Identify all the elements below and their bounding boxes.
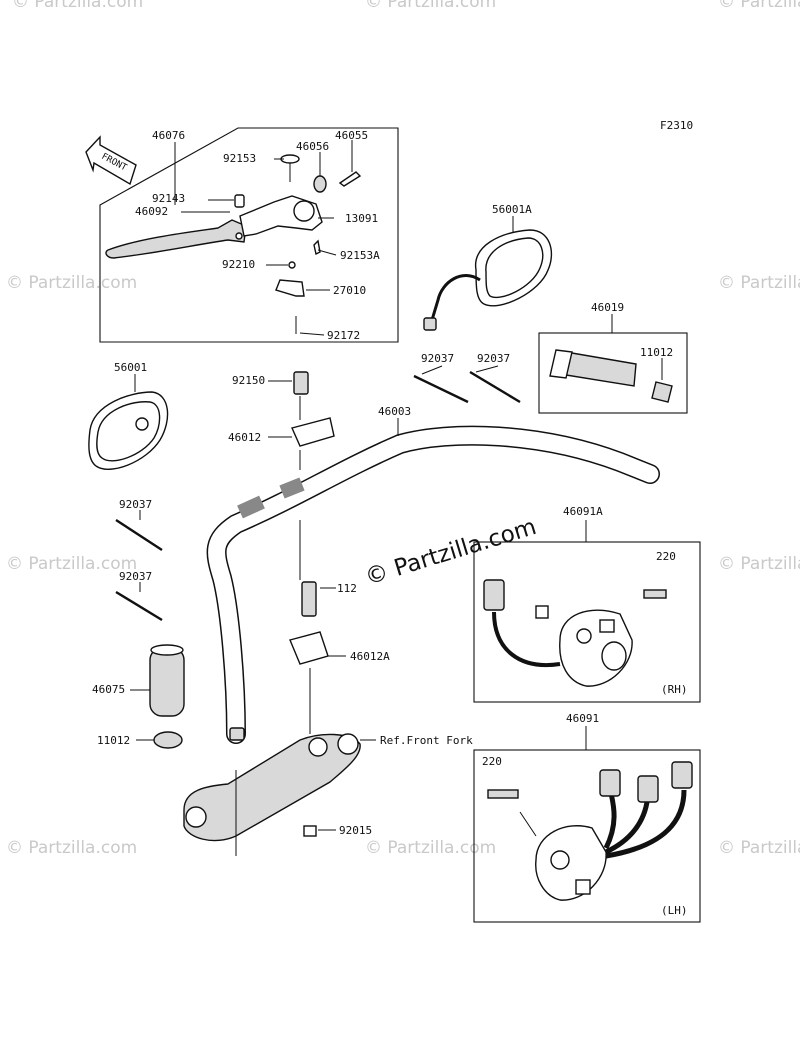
ref-front-fork: Ref.Front Fork xyxy=(380,734,473,747)
part-46012-clamp xyxy=(291,417,335,447)
label-92037-left-a: 92037 xyxy=(119,498,152,511)
watermark: © Partzilla.com xyxy=(718,554,800,574)
part-92143 xyxy=(234,194,245,208)
label-112: 112 xyxy=(337,582,357,595)
part-92150-bolt xyxy=(293,371,309,395)
label-92037-left-b: 92037 xyxy=(119,570,152,583)
bracket-bore xyxy=(293,200,315,222)
part-92210 xyxy=(288,261,296,269)
label-46075: 46075 xyxy=(92,683,125,696)
label-92153: 92153 xyxy=(223,152,256,165)
part-112-bolt xyxy=(301,581,317,617)
part-46056 xyxy=(313,175,327,193)
switch-rh-box xyxy=(473,541,701,703)
diagram-id: F2310 xyxy=(660,119,693,132)
label-56001: 56001 xyxy=(114,361,147,374)
label-92015: 92015 xyxy=(339,824,372,837)
label-11012-grip: 11012 xyxy=(640,346,673,359)
watermark-main: © Partzilla.com xyxy=(362,514,539,591)
label-46076: 46076 xyxy=(152,129,185,142)
label-92210: 92210 xyxy=(222,258,255,271)
label-rh: (RH) xyxy=(661,683,688,696)
fork-bracket xyxy=(183,733,361,842)
part-92153A xyxy=(313,239,321,256)
watermark: © Partzilla.com xyxy=(6,838,137,858)
watermark: © Partzilla.com xyxy=(718,838,800,858)
label-92037-top-a: 92037 xyxy=(421,352,454,365)
label-220-lh: 220 xyxy=(482,755,502,768)
label-46092: 46092 xyxy=(135,205,168,218)
switch-lh xyxy=(535,761,693,901)
label-46091A: 46091A xyxy=(563,505,603,518)
label-13091: 13091 xyxy=(345,212,378,225)
watermark: © Partzilla.com xyxy=(365,0,496,12)
pivot-hole xyxy=(235,232,243,240)
label-92143: 92143 xyxy=(152,192,185,205)
part-46012A-clamp xyxy=(289,631,329,665)
label-56001A: 56001A xyxy=(492,203,532,216)
handlebar xyxy=(206,425,660,744)
watermark: © Partzilla.com xyxy=(6,273,137,293)
label-11012-left: 11012 xyxy=(97,734,130,747)
part-220-rh xyxy=(643,589,667,599)
label-92037-top-b: 92037 xyxy=(477,352,510,365)
part-27010 xyxy=(275,279,305,297)
grip-left xyxy=(149,644,185,749)
label-92150: 92150 xyxy=(232,374,265,387)
grip-right xyxy=(549,349,673,403)
label-46055: 46055 xyxy=(335,129,368,142)
part-46055 xyxy=(338,171,362,187)
label-46091: 46091 xyxy=(566,712,599,725)
label-46012: 46012 xyxy=(228,431,261,444)
front-arrow: FRONT xyxy=(85,135,137,186)
part-220-lh xyxy=(487,789,519,799)
watermark: © Partzilla.com xyxy=(718,273,800,293)
label-92172: 92172 xyxy=(327,329,360,342)
grip-box xyxy=(538,332,688,414)
label-46056: 46056 xyxy=(296,140,329,153)
watermark: © Partzilla.com xyxy=(12,0,143,12)
label-27010: 27010 xyxy=(333,284,366,297)
watermark: © Partzilla.com xyxy=(365,838,496,858)
switch-lh-box xyxy=(473,749,701,923)
lever-assembly-box xyxy=(99,127,399,343)
label-92153A: 92153A xyxy=(340,249,380,262)
label-46003: 46003 xyxy=(378,405,411,418)
switch-rh xyxy=(483,579,633,687)
label-46019: 46019 xyxy=(591,301,624,314)
label-220-rh: 220 xyxy=(656,550,676,563)
lever-leaders xyxy=(174,140,353,336)
part-92015 xyxy=(303,825,317,837)
clutch-lever xyxy=(105,219,247,259)
label-46012A: 46012A xyxy=(350,650,390,663)
label-lh: (LH) xyxy=(661,904,688,917)
watermark: © Partzilla.com xyxy=(6,554,137,574)
watermark-group: © Partzilla.com © Partzilla.com © Partzi… xyxy=(6,0,800,858)
mirror-right xyxy=(423,229,553,331)
mirror-left xyxy=(88,391,169,470)
watermark: © Partzilla.com xyxy=(718,0,800,12)
